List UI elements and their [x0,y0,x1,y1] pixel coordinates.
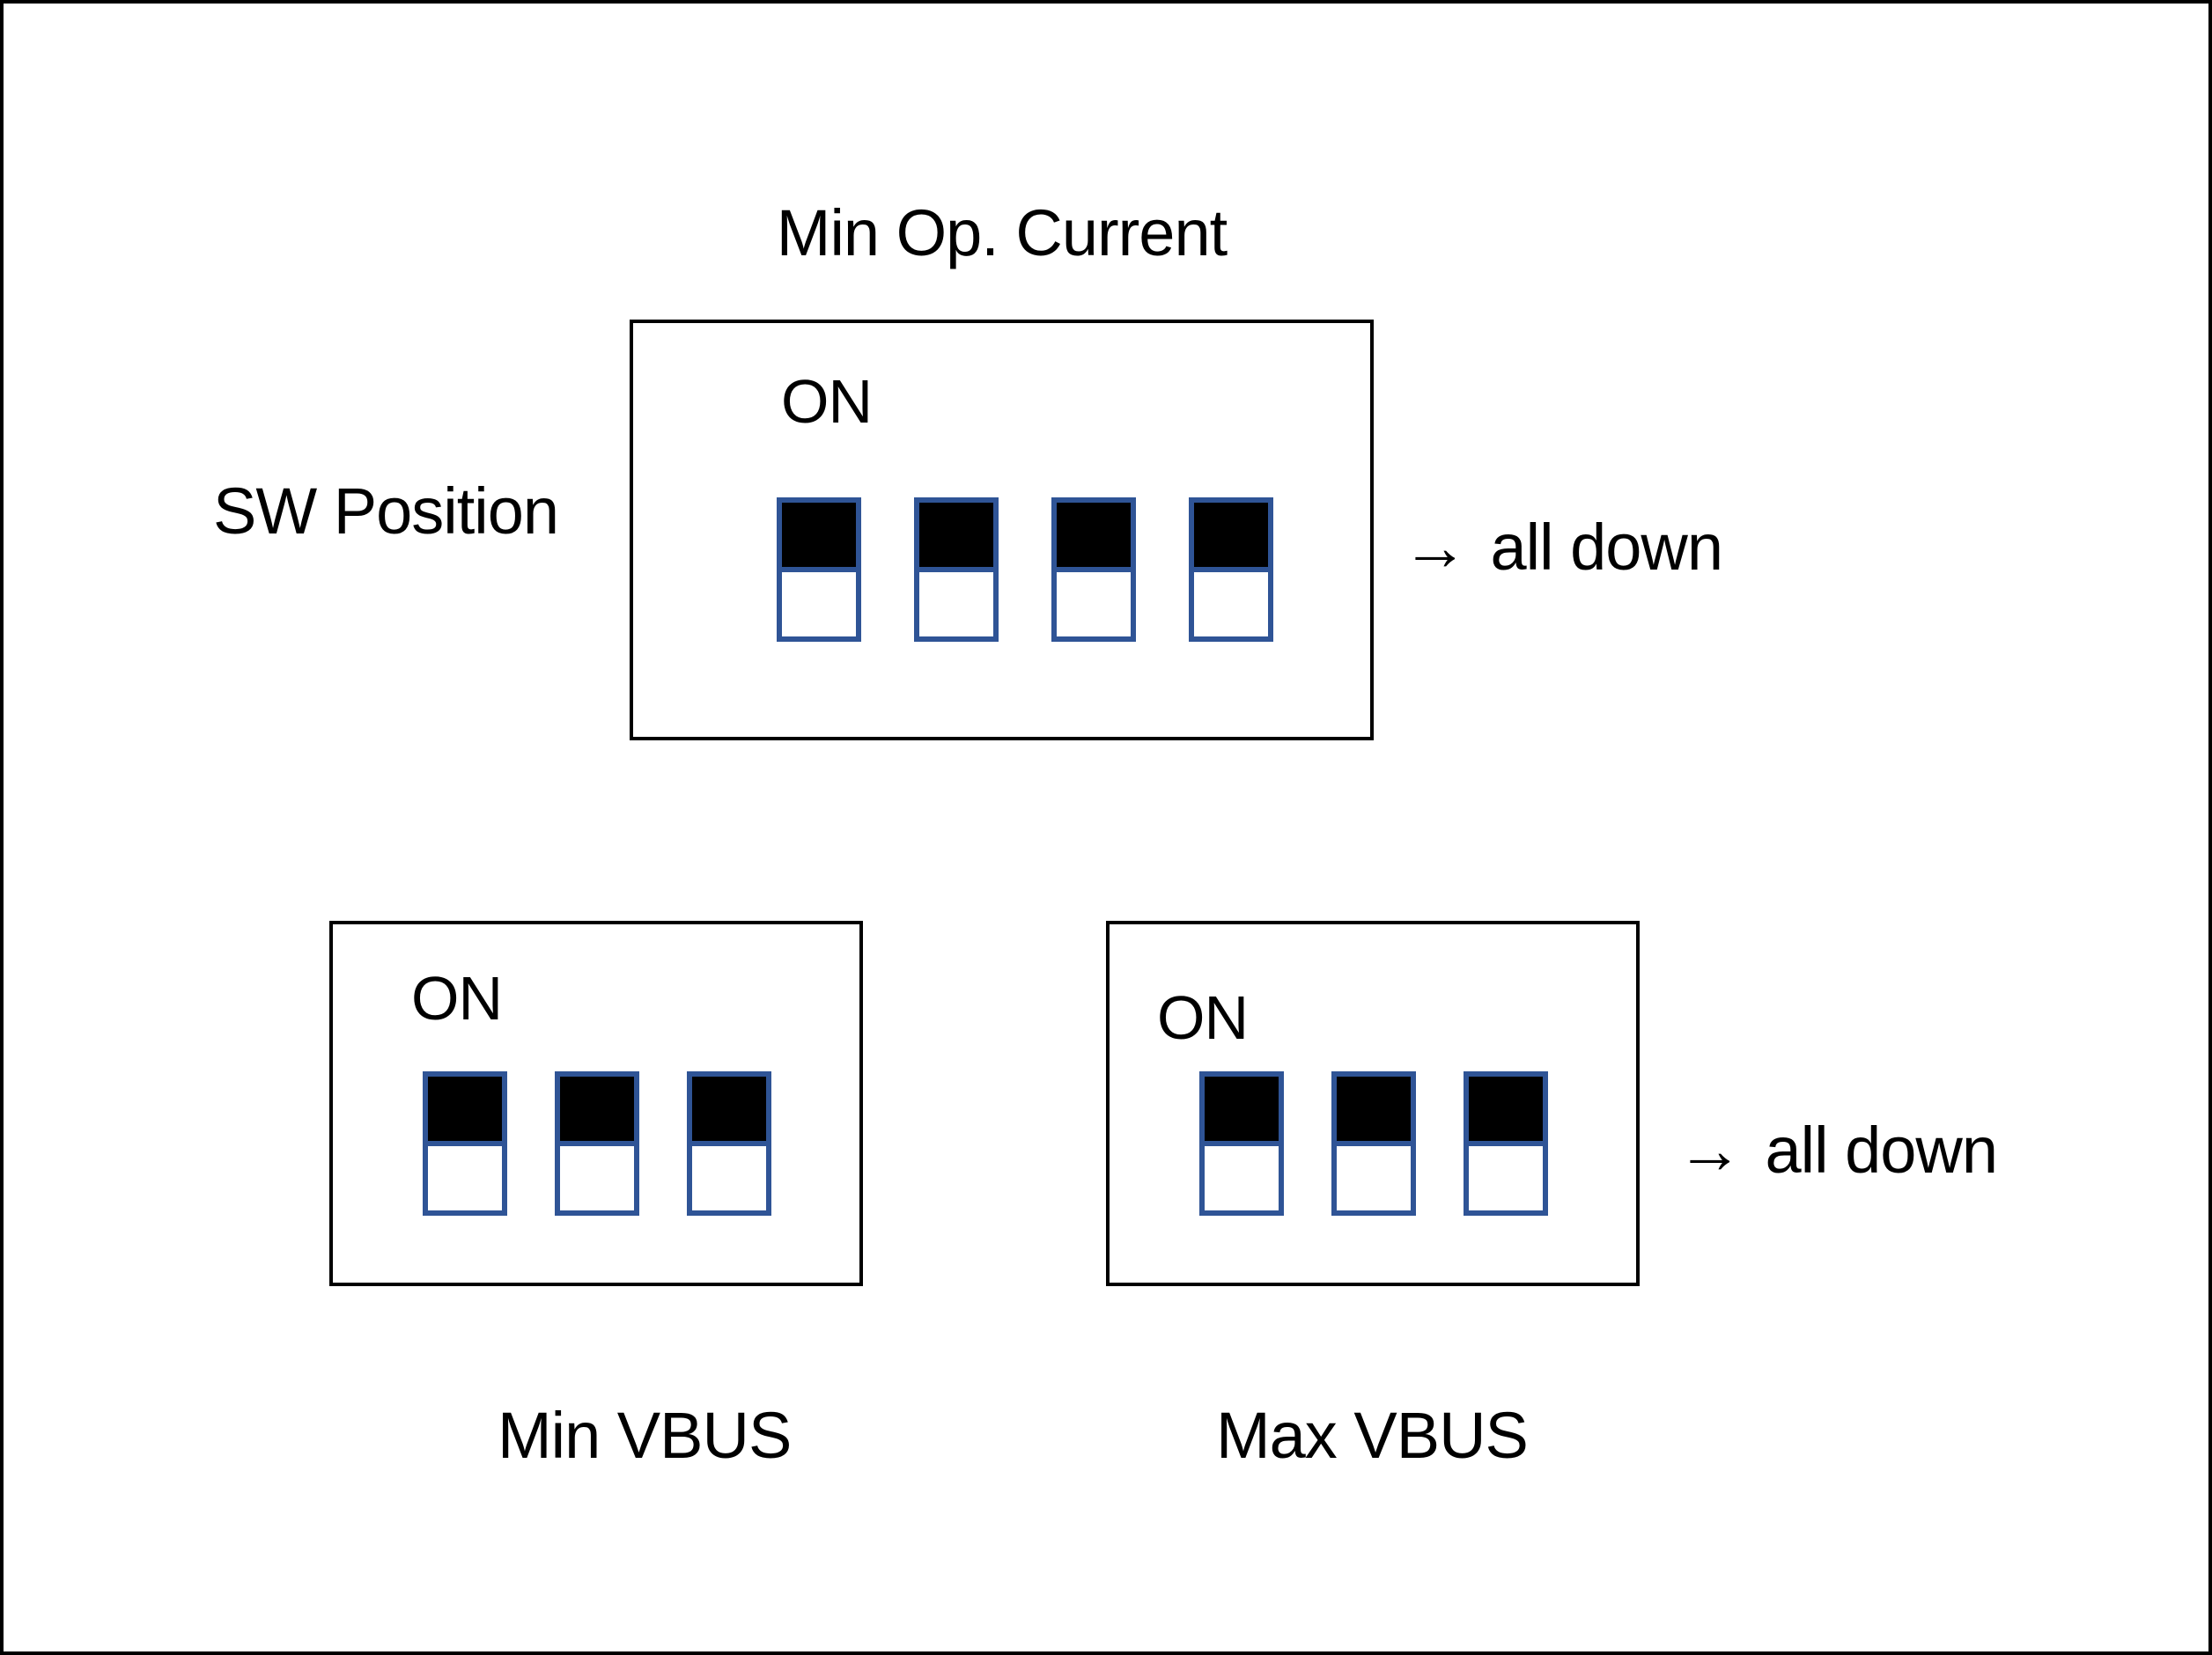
dip-switch-row-max-vbus [1199,1071,1548,1216]
right-arrow-icon: → [1402,510,1468,584]
on-label-min-op-current: ON [781,367,873,436]
on-label-min-vbus: ON [411,964,503,1033]
dip-off-position [428,1146,502,1210]
dip-off-position [1057,572,1131,636]
right-arrow-icon: → [1677,1113,1743,1187]
dip-on-position [1194,503,1268,572]
dip-off-position [1194,572,1268,636]
dip-off-position [782,572,856,636]
dip-switch-down [1464,1071,1548,1216]
dip-switch-down [777,497,861,642]
dip-switch-down [423,1071,507,1216]
dip-off-position [560,1146,634,1210]
dip-off-position [1469,1146,1543,1210]
dip-on-position [1057,503,1131,572]
dip-on-position [560,1077,634,1146]
dip-on-position [692,1077,766,1146]
annotation-bottom: → all down [1677,1112,1998,1188]
annotation-bottom-text: all down [1765,1114,1998,1187]
dip-on-position [1205,1077,1279,1146]
dip-off-position [919,572,993,636]
dip-off-position [1337,1146,1411,1210]
annotation-top: → all down [1402,509,1723,585]
dip-switch-row-min-op-current [777,497,1273,642]
sw-position-label: SW Position [213,474,559,548]
dip-on-position [1469,1077,1543,1146]
dip-switch-row-min-vbus [423,1071,771,1216]
dip-switch-down [1051,497,1136,642]
dip-on-position [428,1077,502,1146]
dip-on-position [782,503,856,572]
dip-switch-down [1189,497,1273,642]
min-vbus-caption: Min VBUS [498,1399,792,1472]
dip-on-position [919,503,993,572]
dip-switch-down [1199,1071,1284,1216]
min-op-current-title: Min Op. Current [776,196,1228,269]
max-vbus-caption: Max VBUS [1216,1399,1529,1472]
dip-switch-down [555,1071,639,1216]
dip-off-position [1205,1146,1279,1210]
dip-on-position [1337,1077,1411,1146]
dip-switch-down [1331,1071,1416,1216]
annotation-top-text: all down [1490,511,1723,584]
dip-off-position [692,1146,766,1210]
dip-switch-down [687,1071,771,1216]
on-label-max-vbus: ON [1157,983,1249,1052]
dip-switch-down [914,497,999,642]
